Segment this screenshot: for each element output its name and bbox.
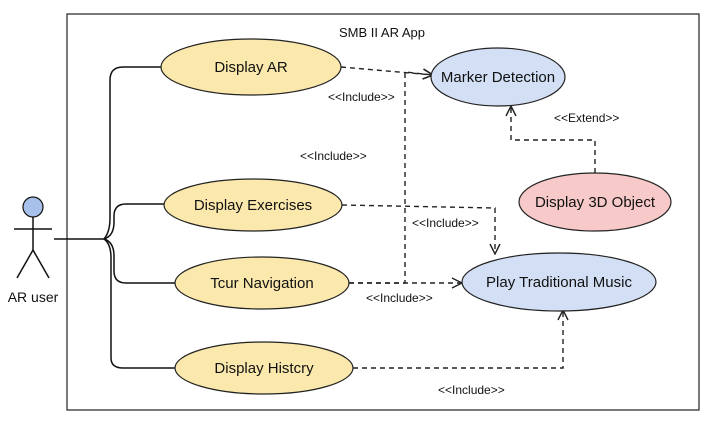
use-case-tour-navigation-label: Tcur Navigation (210, 275, 313, 292)
use-case-tour-navigation[interactable]: Tcur Navigation (174, 256, 350, 310)
use-case-marker-detection-shape (430, 47, 566, 107)
use-case-play-traditional-music-shape (461, 252, 657, 312)
use-case-display-ar[interactable]: Display AR (160, 38, 342, 96)
use-case-display-ar-label: Display AR (214, 59, 288, 76)
extend-3d-to-marker (511, 106, 596, 173)
include-history-to-music (353, 310, 563, 369)
use-case-display-exercises-shape (163, 178, 343, 232)
actor-head (22, 196, 44, 218)
include-exercises-to-music (341, 204, 495, 254)
label-include-ar-marker: <<Include>> (328, 90, 395, 104)
association-display-history (103, 238, 175, 369)
label-include-history-music: <<Include>> (438, 383, 505, 397)
use-case-display-3d-object[interactable]: Display 3D Object (518, 172, 672, 232)
use-case-display-history-shape (174, 341, 354, 395)
use-case-tour-navigation-shape (174, 256, 350, 310)
use-case-marker-detection[interactable]: Marker Detection (430, 47, 566, 107)
use-case-display-ar-shape (160, 38, 342, 96)
use-case-display-3d-object-shape (518, 172, 672, 232)
association-display-exercises (103, 203, 165, 240)
use-case-display-exercises[interactable]: Display Exercises (163, 178, 343, 232)
use-case-marker-detection-label: Marker Detection (441, 69, 555, 86)
actor-left-leg (16, 249, 34, 279)
association-display-ar (103, 66, 161, 240)
label-include-exercises-music: <<Include>> (412, 216, 479, 230)
use-case-display-3d-object-label: Display 3D Object (535, 194, 656, 211)
actor-associations (54, 66, 175, 369)
use-case-display-history[interactable]: Display Histcry (174, 341, 354, 395)
relationships (340, 66, 596, 369)
use-case-display-history-label: Display Histcry (214, 360, 314, 377)
use-case-play-traditional-music-label: Play Traditional Music (486, 274, 632, 291)
actor-label: AR user (8, 289, 59, 305)
actor-ar-user[interactable]: AR user (8, 196, 59, 305)
use-case-play-traditional-music[interactable]: Play Traditional Music (461, 252, 657, 312)
label-include-tour-marker: <<Include>> (300, 149, 367, 163)
actor-right-leg (32, 249, 50, 279)
use-case-display-exercises-label: Display Exercises (194, 197, 312, 214)
label-include-tour-music: <<Include>> (366, 291, 433, 305)
system-title: SMB II AR App (339, 25, 425, 40)
association-tour-navigation (103, 238, 175, 284)
label-extend-3d-marker: <<Extend>> (554, 111, 619, 125)
